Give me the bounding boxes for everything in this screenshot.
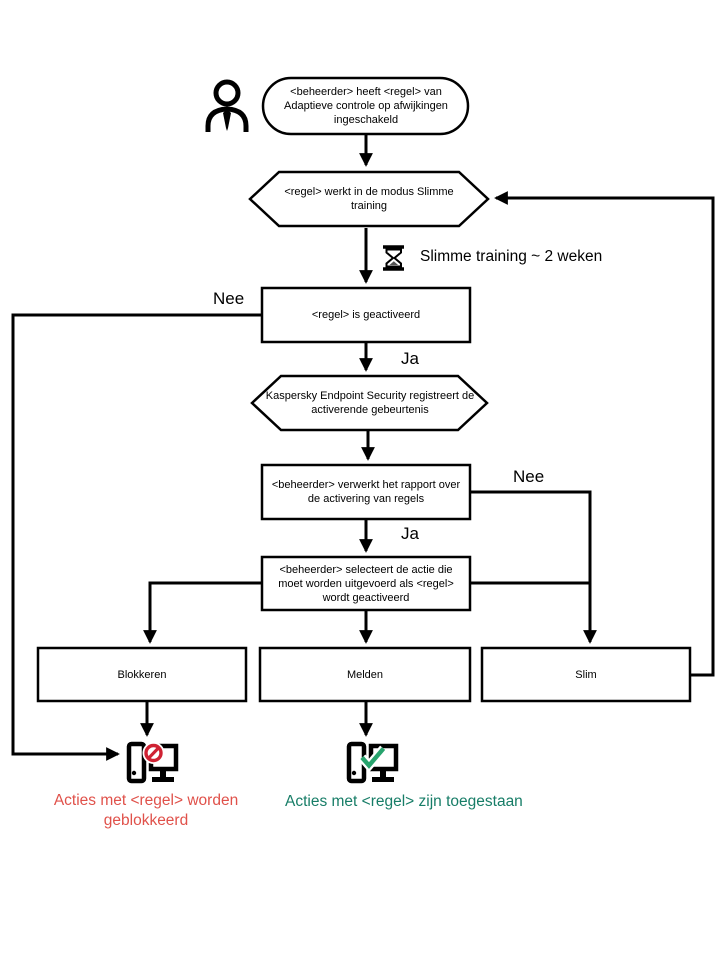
nee-right-label: Nee	[513, 467, 545, 486]
registers-hexagon-shape	[250, 374, 489, 432]
edge-triggered-nee-to-computer	[11, 313, 262, 761]
blocked-result-text: Acties met <regel> worden geblokkeerd	[53, 792, 239, 829]
mode-hexagon-label: <regel> werkt in de modus Slimme trainin…	[284, 186, 454, 212]
block-node-shape	[36, 646, 248, 703]
triggered-node-shape	[260, 286, 472, 344]
ja-bottom-label: Ja	[401, 524, 419, 543]
start-node-shape	[261, 76, 470, 136]
computer-allowed-icon	[346, 741, 399, 784]
triggered-node-label: <regel> is geactiveerd	[311, 309, 421, 321]
smart-node-label: Slim	[575, 668, 597, 681]
start-node-label: <beheerder> heeft <regel> van Adaptieve …	[284, 86, 448, 126]
notify-node-label: Melden	[346, 668, 384, 681]
ja-top-label: Ja	[401, 349, 419, 368]
nee-left-label: Nee	[213, 289, 245, 308]
notify-node-shape	[258, 646, 472, 703]
person-icon	[205, 79, 249, 132]
block-node-label: Blokkeren	[117, 668, 167, 681]
edge-select-to-block	[143, 581, 262, 644]
computer-blocked-icon	[126, 741, 179, 784]
allowed-result-text: Acties met <regel> zijn toegestaan	[285, 793, 523, 810]
smart-node-shape	[480, 646, 692, 703]
mode-hexagon-shape	[248, 170, 490, 228]
training-duration-label: Slimme training ~ 2 weken	[420, 248, 603, 265]
report-node-shape	[260, 463, 472, 521]
select-action-node-shape	[260, 555, 472, 612]
report-node-label: <beheerder> verwerkt het rapport over de…	[271, 479, 461, 505]
check-icon	[358, 745, 387, 773]
edge-report-nee-to-smart	[470, 490, 597, 644]
edge-smart-loop-to-mode	[494, 191, 715, 677]
select-action-node-label: <beheerder> selecteert de actie die moet…	[278, 563, 454, 604]
prohibit-icon	[142, 742, 165, 764]
registers-hexagon-label: Kaspersky Endpoint Security registreert …	[265, 390, 475, 416]
hourglass-icon	[383, 245, 404, 271]
